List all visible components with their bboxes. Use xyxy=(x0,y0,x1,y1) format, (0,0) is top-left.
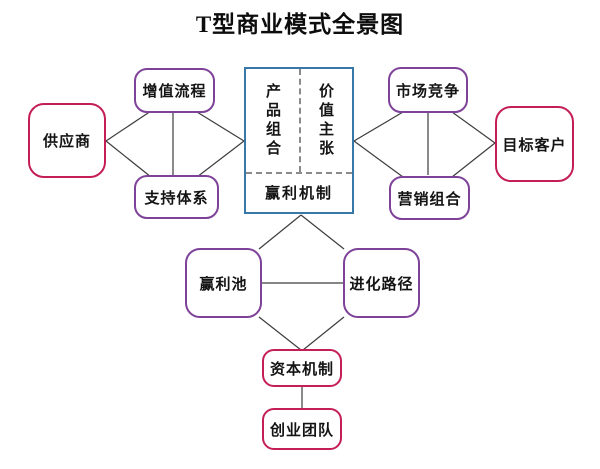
product-portfolio-cell: 产品组合 xyxy=(246,69,299,172)
connector-supplier-to-value-add xyxy=(105,110,152,142)
node-market-competition-label: 市场竞争 xyxy=(395,82,460,100)
core-vertical-dashed-divider xyxy=(299,69,301,172)
connector-supplier-to-support xyxy=(105,140,152,178)
bottom-diamond-connectors xyxy=(258,214,345,408)
node-market-competition: 市场竞争 xyxy=(388,67,468,113)
core-upper-section: 产品组合 价值主张 xyxy=(246,69,352,172)
node-marketing-mix-label: 营销组合 xyxy=(397,190,462,208)
connector-core-to-marketing xyxy=(353,140,404,178)
value-proposition-cell: 价值主张 xyxy=(299,69,352,172)
connector-support-to-core xyxy=(196,140,245,178)
connector-core-to-market xyxy=(353,111,404,142)
node-supplier-label: 供应商 xyxy=(42,133,91,150)
node-capital-mechanism: 资本机制 xyxy=(262,349,342,387)
node-profit-pool-label: 赢利池 xyxy=(199,275,248,293)
diagram-title: T型商业模式全景图 xyxy=(195,12,405,37)
node-support-system-label: 支持体系 xyxy=(144,189,209,207)
connector-marketing-to-target xyxy=(451,142,496,178)
connector-core-to-evolution xyxy=(300,214,345,250)
node-support-system: 支持体系 xyxy=(134,175,219,219)
connector-profit-pool-to-capital xyxy=(258,316,302,351)
node-evolution-path-label: 进化路径 xyxy=(349,275,414,293)
node-target-customer-label: 目标客户 xyxy=(502,136,567,154)
connector-evolution-to-capital xyxy=(302,316,345,351)
node-profit-mechanism-label: 赢利机制 xyxy=(264,184,333,202)
node-marketing-mix: 营销组合 xyxy=(389,176,470,220)
node-capital-mechanism-label: 资本机制 xyxy=(269,360,334,378)
node-profit-pool: 赢利池 xyxy=(185,248,262,318)
connector-core-to-profit-pool xyxy=(258,214,302,250)
node-supplier: 供应商 xyxy=(28,103,106,178)
connector-market-to-target xyxy=(451,111,496,144)
node-value-add-process-label: 增值流程 xyxy=(142,83,207,100)
node-founding-team: 创业团队 xyxy=(262,408,342,450)
node-business-model-core: 产品组合 价值主张 赢利机制 xyxy=(244,67,354,214)
node-founding-team-label: 创业团队 xyxy=(269,421,334,439)
core-horizontal-dashed-divider xyxy=(246,172,352,174)
node-evolution-path: 进化路径 xyxy=(343,248,420,318)
node-value-add-process: 增值流程 xyxy=(134,68,215,113)
connector-value-add-to-core xyxy=(196,111,245,142)
node-target-customer: 目标客户 xyxy=(495,106,574,182)
left-diamond-connectors xyxy=(105,110,245,178)
node-value-proposition-label: 价值主张 xyxy=(317,82,334,159)
node-product-portfolio-label: 产品组合 xyxy=(264,82,281,159)
right-diamond-connectors xyxy=(353,111,496,178)
